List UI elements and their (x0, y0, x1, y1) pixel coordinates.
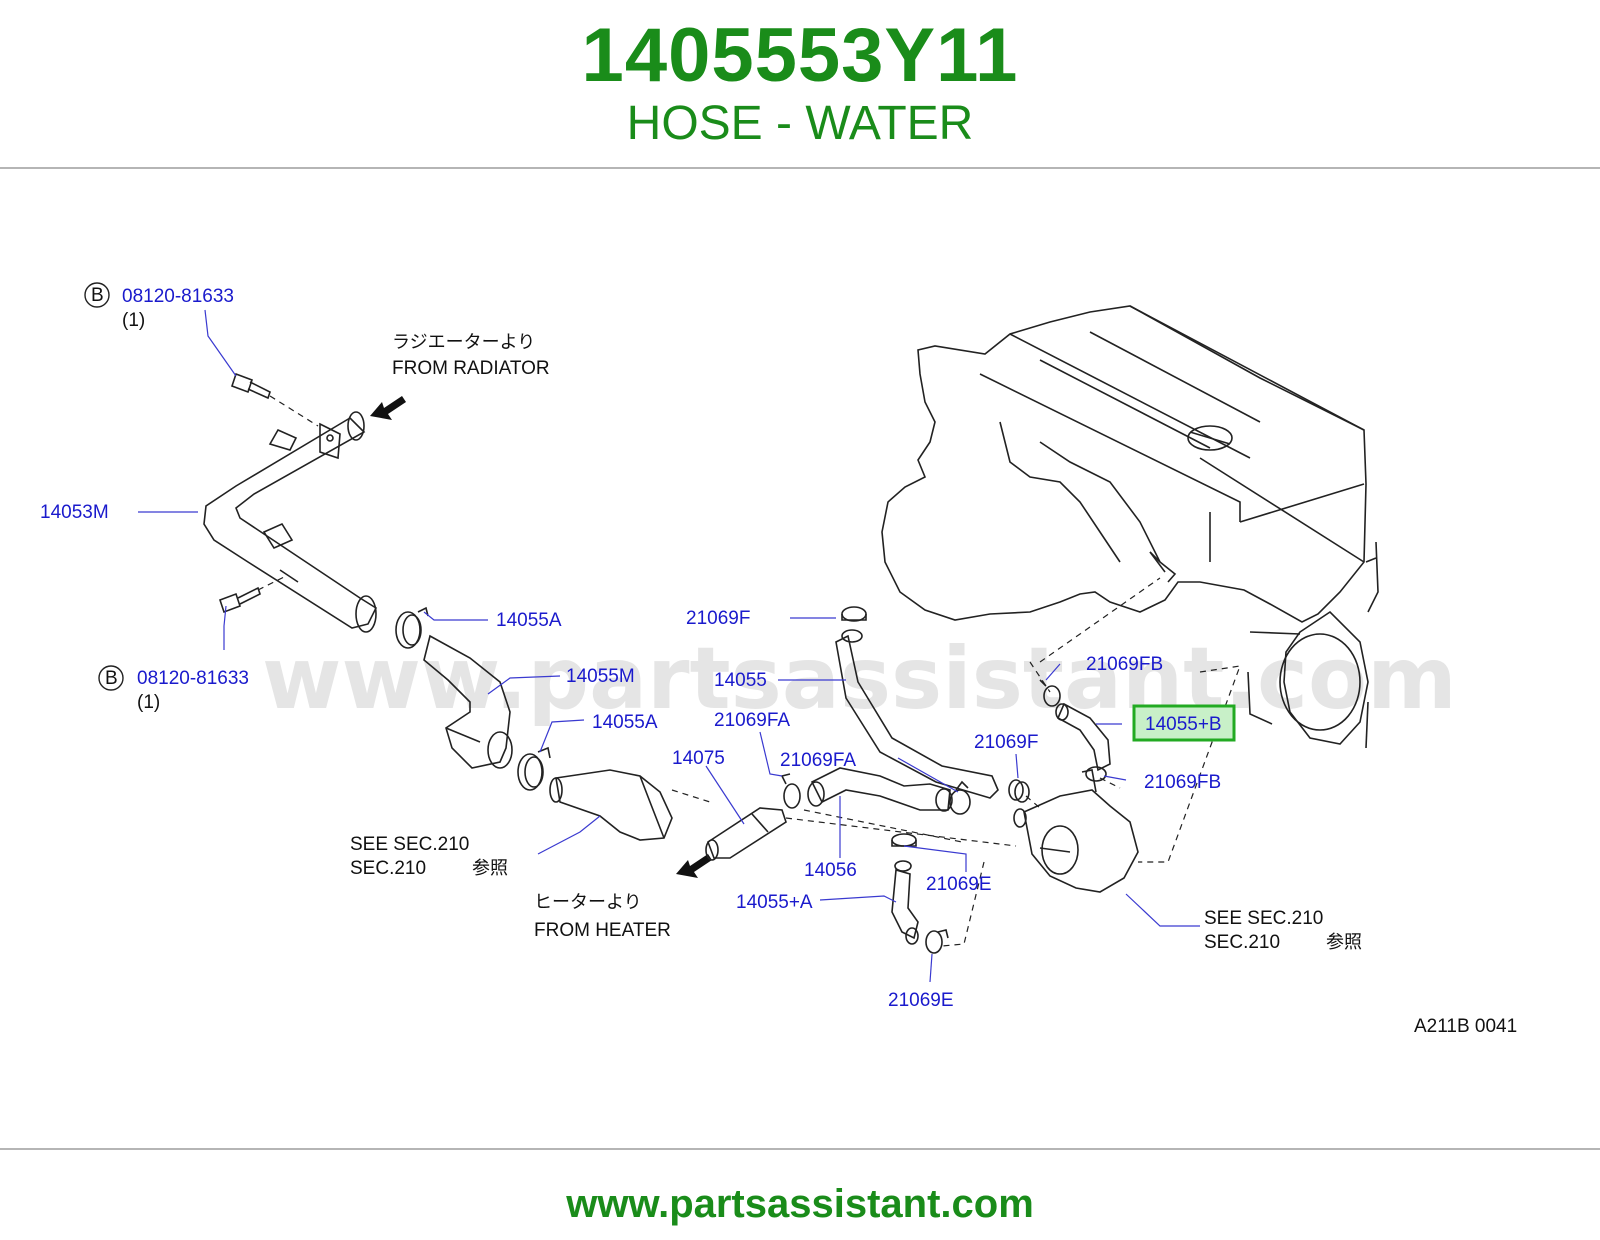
header-divider (0, 167, 1600, 169)
note-see-sec210-right-jp: 参照 (1326, 932, 1362, 953)
note-from-heater-jp: ヒーターより (534, 892, 642, 913)
clamp-21069fb-bottom (1085, 766, 1107, 782)
callout-14055m[interactable]: 14055M (566, 666, 635, 687)
parts-diagram: www.partsassistant.com (0, 262, 1600, 1082)
callout-21069fb-top[interactable]: 21069FB (1086, 654, 1163, 675)
callout-21069e-upper[interactable]: 21069E (926, 874, 992, 895)
callout-14053m[interactable]: 14053M (40, 502, 109, 523)
callout-21069e-lower[interactable]: 21069E (888, 990, 954, 1011)
clamp-21069fa-right (949, 780, 971, 815)
bolt-marker-bottom: B (105, 668, 118, 689)
callout-14055b-highlighted[interactable]: 14055+B (1145, 714, 1222, 735)
callout-14055[interactable]: 14055 (714, 670, 767, 691)
note-from-radiator-en: FROM RADIATOR (392, 358, 550, 379)
clamp-21069f-mid (1008, 779, 1030, 803)
engine-block-drawing (881, 305, 1379, 749)
clamp-14055a-upper (395, 606, 429, 649)
qty-bottom: (1) (137, 692, 160, 713)
callout-08120-81633-bottom[interactable]: 08120-81633 (137, 668, 249, 689)
note-see-sec210-left-jp: 参照 (472, 858, 508, 879)
callout-21069fa-left[interactable]: 21069FA (714, 710, 790, 731)
part-number-title: 1405553Y11 (581, 13, 1019, 98)
hose-14055m (423, 634, 513, 769)
bolt-marker-top: B (91, 285, 104, 306)
callout-21069fa-right[interactable]: 21069FA (780, 750, 856, 771)
note-see-sec210-left-line2: SEC.210 (350, 858, 426, 879)
callout-14056[interactable]: 14056 (804, 860, 857, 881)
callout-08120-81633-top[interactable]: 08120-81633 (122, 286, 234, 307)
water-outlet-housing (1013, 769, 1139, 893)
footer-website-link[interactable]: www.partsassistant.com (566, 1182, 1034, 1226)
qty-top: (1) (122, 310, 145, 331)
callout-14055a-upper[interactable]: 14055A (496, 610, 562, 631)
callout-14075[interactable]: 14075 (672, 748, 725, 769)
water-pipe-14053m (203, 411, 378, 633)
bolt-upper-drawing (230, 372, 319, 427)
callout-leaders (84, 282, 1200, 983)
note-see-sec210-right-line2: SEC.210 (1204, 932, 1280, 953)
clamp-14055a-lower (517, 746, 551, 791)
hose-14055 (835, 629, 999, 799)
note-see-sec210-right-line1: SEE SEC.210 (1204, 908, 1323, 929)
callout-14055a-lower[interactable]: 14055A (592, 712, 658, 733)
hose-14055a-plus (891, 860, 919, 945)
hose-14056 (807, 767, 953, 812)
callout-21069f-top[interactable]: 21069F (686, 608, 750, 629)
footer-divider (0, 1148, 1600, 1150)
hose-14055b (1055, 702, 1111, 772)
bolt-lower-drawing (218, 575, 287, 614)
callout-21069f-mid[interactable]: 21069F (974, 732, 1038, 753)
note-from-heater-en: FROM HEATER (534, 920, 671, 941)
diagram-code: A211B 0041 (1414, 1016, 1517, 1037)
from-heater-arrow-icon (676, 854, 712, 878)
callout-21069fb-bottom[interactable]: 21069FB (1144, 772, 1221, 793)
note-from-radiator-jp: ラジエーターより (392, 332, 535, 353)
part-name-subtitle: HOSE - WATER (626, 97, 974, 150)
callout-14055a-plus[interactable]: 14055+A (736, 892, 813, 913)
note-see-sec210-left-line1: SEE SEC.210 (350, 834, 469, 855)
diagram-canvas: www.partsassistant.com (40, 282, 1517, 1037)
clamp-21069e-lower (925, 929, 949, 954)
pipe-14075 (705, 807, 787, 861)
page-header: 1405553Y11 HOSE - WATER (0, 0, 1600, 168)
from-radiator-arrow-icon (370, 396, 406, 420)
clamp-21069f-top (841, 606, 867, 622)
clamp-21069fa-left (780, 773, 801, 809)
thermostat-housing-left (549, 769, 673, 841)
highlight-box-14055b (1132, 704, 1236, 742)
clamp-21069e-upper (891, 833, 917, 847)
watermark-text: www.partsassistant.com (262, 629, 1457, 729)
